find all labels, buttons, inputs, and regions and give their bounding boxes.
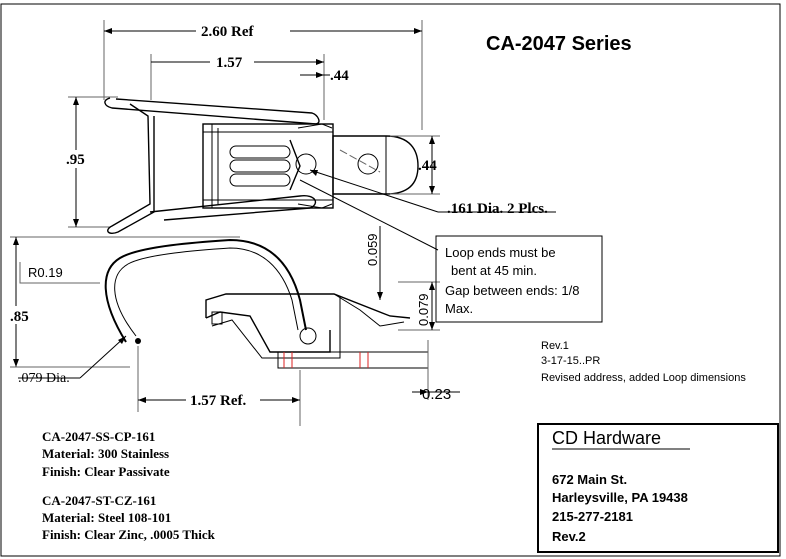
bail-wire-left [107,103,155,235]
bail-wire-top [104,97,320,125]
variant-1-part: CA-2047-SS-CP-161 [42,429,155,444]
hole-callout: .161 Dia. 2 Plcs. [447,201,548,217]
variant-2-finish: Finish: Clear Zinc, .0005 Thick [42,527,216,542]
variant-1-material: Material: 300 Stainless [42,446,169,461]
loop-note-line4: Max. [445,301,473,316]
drawing-title: CA-2047 Series [486,33,632,55]
mounting-hole [357,153,379,175]
dim-keeper-thickness: 0.23 [422,386,451,403]
variant-1-finish: Finish: Clear Passivate [42,464,170,479]
loop-note-box: Loop ends must be bent at 45 min. Gap be… [299,179,603,323]
revision-note: Revised address, added Loop dimensions [541,372,746,384]
company-city: Harleysville, PA 19438 [552,490,688,505]
revision-date: 3-17-15..PR [541,355,600,367]
company-rev: Rev.2 [552,529,586,544]
dim-hook-offset: .44 [330,68,349,84]
latch-base-plate [202,123,334,209]
dim-loop-gap: 0.059 [365,233,380,266]
title-block-frame [537,423,779,553]
top-view: 2.60 Ref 1.57 .44 .95 [64,20,556,235]
variant-2-part: CA-2047-ST-CZ-161 [42,493,156,508]
slot [229,173,291,187]
dim-side-length: 1.57 Ref. [190,393,246,409]
dim-latch-height: .95 [66,152,85,168]
loop-note-line2: bent at 45 min. [451,263,537,278]
sheet-border [0,3,781,557]
title-block: CD Hardware 672 Main St. Harleysville, P… [537,423,779,553]
revision-block: Rev.1 3-17-15..PR Revised address, added… [541,340,746,384]
side-view: .85 R0.19 0.059 0.079 [8,226,460,426]
dim-keeper-height: .44 [418,158,437,174]
dim-latch-length: 1.57 [216,55,243,71]
dim-wire-dia: .079 Dia. [18,371,70,386]
loop-note-line3: Gap between ends: 1/8 [445,283,579,298]
company-street: 672 Main St. [552,472,627,487]
dim-side-height: .85 [10,309,29,325]
variant-2-material: Material: Steel 108-101 [42,510,171,525]
dim-loop-height: 0.079 [416,293,431,326]
company-name: CD Hardware [552,428,661,448]
variants-block: CA-2047-SS-CP-161 Material: 300 Stainles… [42,429,216,542]
slot [229,159,291,173]
company-phone: 215-277-2181 [552,509,633,524]
bail-wire-side [104,238,307,343]
revision-label: Rev.1 [541,340,569,352]
latch-body-side [205,293,411,319]
dim-overall-width: 2.60 Ref [201,24,254,40]
mounting-hole [295,153,317,175]
slot [229,145,291,159]
keeper-side [277,351,429,369]
loop-note-line1: Loop ends must be [445,245,556,260]
dim-bend-radius: R0.19 [28,265,63,280]
keeper-plate [332,135,419,195]
